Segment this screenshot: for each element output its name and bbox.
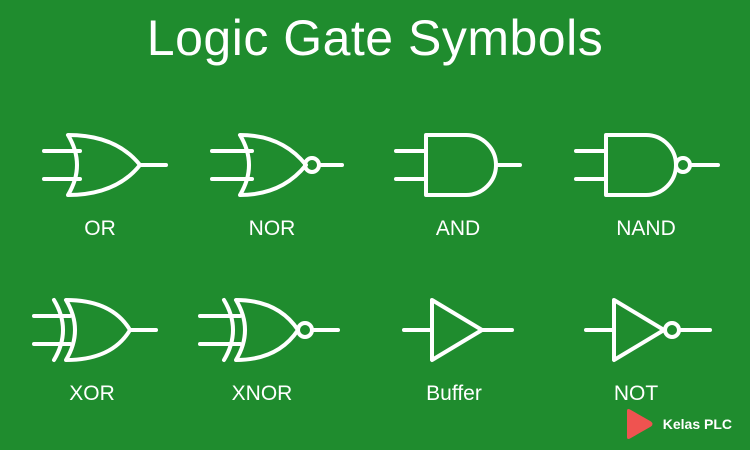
gate-not: NOT [546, 290, 726, 410]
gate-label: XNOR [231, 382, 293, 405]
nor-gate-icon [210, 133, 344, 197]
xor-gate-icon [32, 298, 158, 362]
gate-label: AND [435, 217, 481, 240]
brand-watermark: Kelas PLC [621, 404, 732, 444]
page-title: Logic Gate Symbols [146, 10, 604, 66]
xnor-gate-icon [198, 298, 340, 362]
gate-xor: XOR [2, 290, 182, 410]
play-icon [626, 409, 653, 439]
gate-nor: NOR [182, 125, 362, 245]
gate-label: NOT [613, 382, 659, 405]
not-gate-icon [584, 298, 712, 362]
and-gate-icon [394, 133, 522, 197]
gate-label: NOR [248, 217, 296, 240]
gate-buffer: Buffer [364, 290, 544, 410]
nand-gate-icon [574, 133, 720, 197]
gate-label: XOR [69, 382, 115, 405]
buffer-gate-icon [402, 298, 514, 362]
gate-and: AND [368, 125, 548, 245]
gate-xnor: XNOR [172, 290, 352, 410]
gate-nand: NAND [556, 125, 736, 245]
gate-label: Buffer [426, 382, 482, 405]
gate-label: OR [84, 217, 116, 240]
brand-text: Kelas PLC [662, 416, 732, 432]
gate-label: NAND [616, 217, 676, 240]
gate-or: OR [10, 125, 190, 245]
or-gate-icon [42, 133, 168, 197]
